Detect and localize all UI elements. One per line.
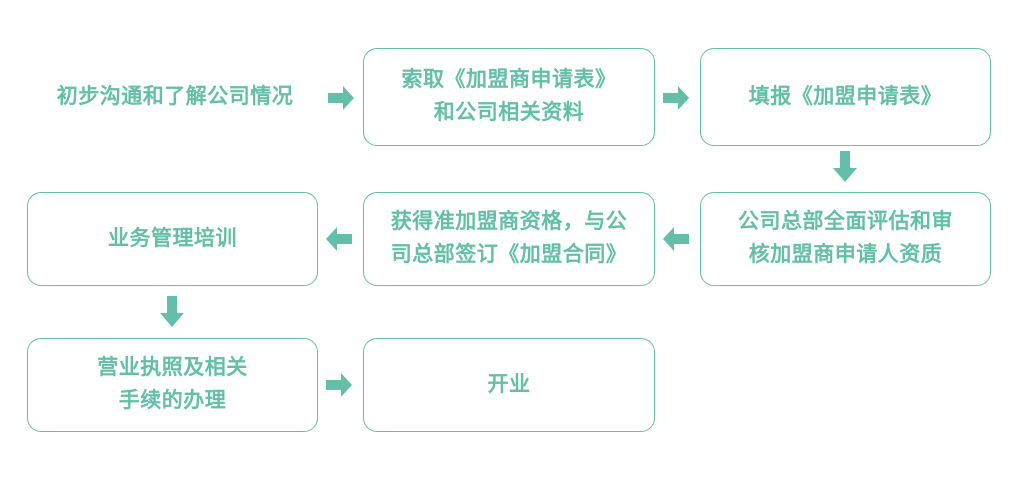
flow-node-step-3[interactable]: 填报《加盟申请表》: [700, 48, 991, 146]
flow-node-step-2-label: 索取《加盟商申请表》 和公司相关资料: [376, 64, 642, 129]
arrow-right-step1-to-step2: [326, 83, 356, 113]
flow-node-step-7-line-1: 营业执照及相关: [97, 356, 248, 380]
flow-node-step-1-label: 初步沟通和了解公司情况: [57, 81, 294, 114]
flow-node-step-8-label: 开业: [376, 369, 642, 402]
flow-node-step-1[interactable]: 初步沟通和了解公司情况: [30, 48, 320, 146]
flow-node-step-5[interactable]: 获得准加盟商资格，与公 司总部签订《加盟合同》: [363, 192, 655, 286]
flow-node-step-7-label: 营业执照及相关 手续的办理: [40, 352, 305, 417]
flow-node-step-2-line-2: 和公司相关资料: [433, 101, 585, 124]
flow-node-step-6-line-1: 业务管理培训: [108, 226, 237, 250]
flow-node-step-3-label: 填报《加盟申请表》: [713, 81, 978, 114]
flow-node-step-2[interactable]: 索取《加盟商申请表》 和公司相关资料: [363, 48, 655, 146]
flow-node-step-1-line-1: 初步沟通和了解公司情况: [56, 84, 294, 108]
flow-node-step-4-line-2: 核加盟商申请人资质: [748, 243, 943, 266]
flow-node-step-5-line-1: 获得准加盟商资格，与公: [390, 210, 628, 234]
flow-node-step-4-line-1: 公司总部全面评估和审: [738, 210, 953, 234]
flow-node-step-6-label: 业务管理培训: [40, 223, 305, 256]
flow-node-step-7-line-2: 手续的办理: [118, 389, 227, 412]
flow-node-step-6[interactable]: 业务管理培训: [27, 192, 318, 286]
arrow-left-step5-to-step6: [324, 224, 354, 254]
arrow-left-step4-to-step5: [661, 224, 691, 254]
arrow-down-step6-to-step7: [157, 295, 187, 329]
flow-node-step-8-line-1: 开业: [487, 372, 531, 396]
flow-node-step-8[interactable]: 开业: [363, 338, 655, 432]
arrow-right-step7-to-step8: [324, 370, 354, 400]
arrow-down-step3-to-step4: [830, 150, 860, 184]
flow-node-step-7[interactable]: 营业执照及相关 手续的办理: [27, 338, 318, 432]
flow-node-step-4[interactable]: 公司总部全面评估和审 核加盟商申请人资质: [700, 192, 991, 286]
flow-node-step-4-label: 公司总部全面评估和审 核加盟商申请人资质: [713, 206, 978, 271]
flow-node-step-2-line-1: 索取《加盟商申请表》: [401, 68, 617, 92]
arrow-right-step2-to-step3: [661, 83, 691, 113]
flow-node-step-5-line-2: 司总部签订《加盟合同》: [390, 243, 628, 266]
flow-node-step-3-line-1: 填报《加盟申请表》: [748, 84, 943, 108]
flow-node-step-5-label: 获得准加盟商资格，与公 司总部签订《加盟合同》: [376, 206, 642, 271]
